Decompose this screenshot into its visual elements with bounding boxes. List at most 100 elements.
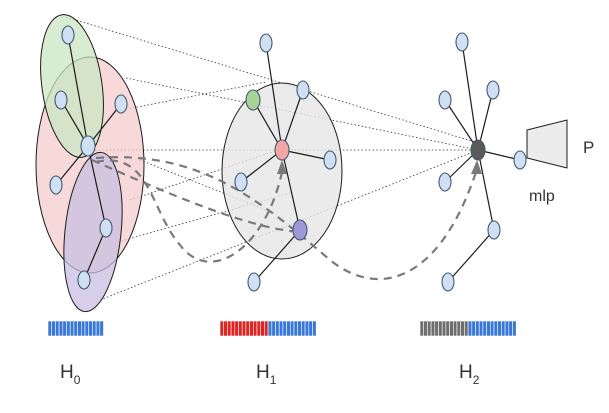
layer-subscript: 2 xyxy=(473,373,480,387)
feature-cell xyxy=(69,320,75,337)
feature-cell xyxy=(489,320,495,337)
center-node-dark xyxy=(470,139,486,161)
feature-cell xyxy=(438,320,443,337)
feature-cell xyxy=(73,320,78,337)
feature-cell xyxy=(419,320,425,337)
feature-cell xyxy=(293,320,299,337)
feature-cell xyxy=(238,320,243,337)
node xyxy=(438,90,452,110)
feature-cell xyxy=(504,320,510,337)
feature-cell xyxy=(282,320,287,337)
message-passing-arrows xyxy=(91,156,482,281)
feature-cell xyxy=(278,320,284,337)
layer-main: H xyxy=(60,362,74,383)
feature-cell xyxy=(275,320,280,337)
node xyxy=(54,90,68,110)
projection-line xyxy=(129,144,294,201)
feature-cell xyxy=(241,320,247,337)
feature-cell xyxy=(47,320,53,337)
center-node xyxy=(80,135,96,157)
node xyxy=(323,150,337,170)
layer-subscript: 0 xyxy=(74,373,81,387)
feature-cell xyxy=(456,320,462,337)
feature-bar-h1 xyxy=(219,320,317,337)
layer-label-h0: H0 xyxy=(60,362,81,387)
feature-cell xyxy=(464,320,469,337)
feature-cell xyxy=(512,320,517,337)
feature-cell xyxy=(308,320,313,337)
feature-cell xyxy=(482,320,487,337)
projection-line xyxy=(139,159,267,211)
layer-label-h2: H2 xyxy=(459,362,480,387)
feature-cell xyxy=(230,320,236,337)
feature-cell xyxy=(497,320,502,337)
node xyxy=(114,94,128,114)
feature-cell xyxy=(486,320,491,337)
feature-cell xyxy=(249,320,254,337)
feature-cell xyxy=(312,320,317,337)
hop-region-green xyxy=(40,14,104,158)
arrowhead xyxy=(471,160,482,174)
feature-cell xyxy=(62,320,67,337)
feature-cell xyxy=(99,320,104,337)
feature-cell xyxy=(493,320,499,337)
projection-line xyxy=(121,81,267,111)
node xyxy=(259,33,273,53)
feature-cell xyxy=(264,320,269,337)
projection-line xyxy=(117,191,294,243)
feature-cell xyxy=(508,320,513,337)
feature-cell xyxy=(95,320,101,337)
feature-cell xyxy=(478,320,484,337)
layer-main: H xyxy=(459,362,473,383)
node xyxy=(296,80,310,100)
layer-subscript: 1 xyxy=(270,373,277,387)
feature-cell xyxy=(434,320,439,337)
hop-region-purple xyxy=(63,151,123,313)
feature-cell xyxy=(449,320,454,337)
feature-cell xyxy=(223,320,228,337)
feature-cell xyxy=(84,320,90,337)
layer-main: H xyxy=(256,362,270,383)
node xyxy=(61,25,75,45)
node xyxy=(441,272,455,292)
feature-cell xyxy=(475,320,480,337)
node xyxy=(49,175,63,195)
feature-cell xyxy=(441,320,447,337)
feature-cell xyxy=(219,320,225,337)
node xyxy=(99,218,113,238)
output-label: P xyxy=(583,138,594,157)
feature-cell xyxy=(427,320,432,337)
message-path xyxy=(95,156,478,281)
feature-cell xyxy=(267,320,273,337)
feature-cell xyxy=(234,320,239,337)
node xyxy=(487,220,501,240)
node xyxy=(77,270,91,290)
feature-cell xyxy=(260,320,265,337)
feature-cell xyxy=(430,320,436,337)
feature-cell xyxy=(286,320,291,337)
feature-cell xyxy=(501,320,506,337)
feature-bar-h0 xyxy=(47,320,104,337)
feature-cell xyxy=(256,320,262,337)
mlp-trapezoid xyxy=(526,119,568,169)
mlp-label: mlp xyxy=(529,188,555,205)
feature-cell xyxy=(58,320,64,337)
node xyxy=(455,32,469,52)
projection-line xyxy=(99,149,479,301)
feature-cell xyxy=(471,320,476,337)
graph-nodes xyxy=(49,25,527,292)
feature-cell xyxy=(92,320,97,337)
feature-cell xyxy=(445,320,450,337)
projection-line xyxy=(125,77,479,151)
node-purple xyxy=(292,219,308,241)
feature-cell xyxy=(66,320,71,337)
feature-cell xyxy=(51,320,56,337)
feature-cell xyxy=(467,320,473,337)
node xyxy=(513,150,527,170)
feature-cell xyxy=(245,320,250,337)
node-green xyxy=(245,89,261,111)
feature-cell xyxy=(227,320,232,337)
feature-cell xyxy=(452,320,458,337)
message-path xyxy=(95,159,284,263)
